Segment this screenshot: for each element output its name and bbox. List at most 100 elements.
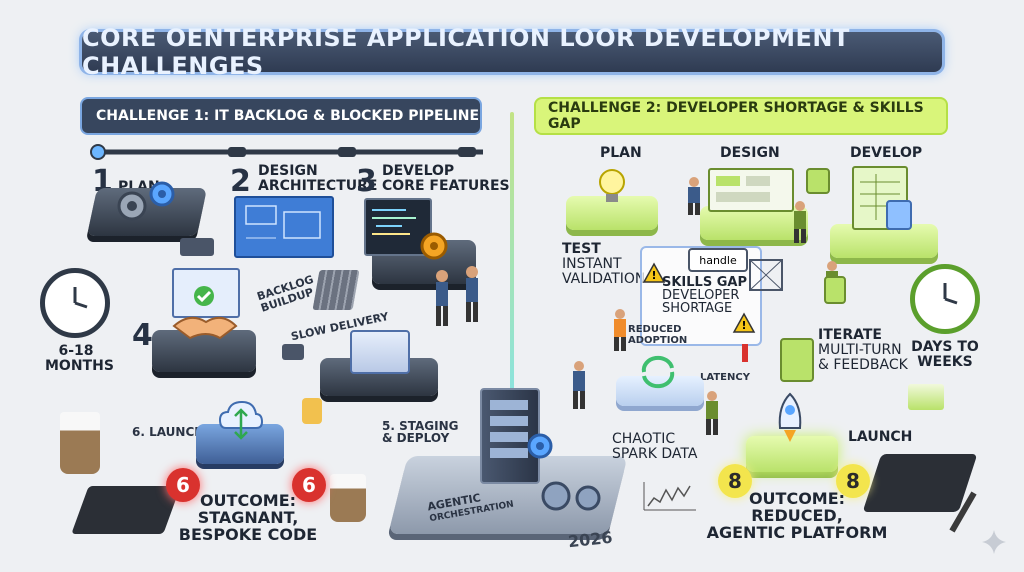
step-develop-label: DEVELOP CORE FEATURES: [382, 164, 510, 194]
label-line: SKILLS GAP: [662, 275, 747, 290]
cloud-server-icon: [350, 330, 410, 374]
lightbulb-icon: [599, 169, 625, 202]
days-label: DAYS TO WEEKS: [900, 340, 990, 370]
badge-left-b: 6: [292, 468, 326, 502]
label-line: & DEPLOY: [382, 431, 450, 445]
server-stack-icon: [312, 270, 360, 310]
step-design-label: DESIGN ARCHITECTURE: [258, 164, 377, 194]
year-label: 2026: [567, 527, 614, 552]
backlog-label: BACKLOG BUILDUP: [255, 272, 316, 315]
wireframe-icon: [749, 259, 783, 291]
step-develop-left: 3: [356, 164, 377, 199]
latency-label: LATENCY: [700, 372, 750, 383]
label-line: DEVELOP: [382, 163, 455, 179]
label-line: SPARK DATA: [612, 446, 698, 462]
database-icon: [180, 238, 214, 256]
notebook-icon: [71, 486, 181, 534]
database-icon: [824, 276, 846, 304]
blueprint-icon: [234, 196, 334, 258]
handshake-icon: [172, 316, 238, 340]
label-line: 5. STAGING: [382, 419, 459, 433]
database-icon: [806, 168, 830, 194]
cloud-upload-icon: [218, 400, 264, 440]
database-icon: [886, 200, 912, 230]
timeline-track: [90, 144, 483, 160]
label-line: MONTHS: [45, 358, 114, 374]
label-line: WEEKS: [917, 354, 973, 370]
label-line: STAGNANT,: [197, 508, 299, 527]
label-line: REDUCED,: [751, 506, 843, 525]
label-line: MULTI-TURN: [818, 342, 902, 358]
warning-icon: !: [642, 262, 666, 283]
sparkle-icon: [982, 530, 1006, 554]
person-icon: [794, 201, 806, 243]
step-number: 3: [356, 164, 377, 199]
check-window-icon: [172, 268, 240, 318]
scatter-chart-icon: [643, 482, 696, 511]
label-line: & FEEDBACK: [818, 357, 908, 373]
launch-label: 6. LAUNCH: [132, 425, 205, 439]
label-line: DAYS TO: [911, 339, 979, 355]
badge-right-a: 8: [718, 464, 752, 498]
database-icon: [282, 344, 304, 360]
label-line: DEVELOPER: [662, 288, 740, 303]
database-icon: [302, 398, 322, 424]
person-icon: [614, 309, 626, 351]
page-title: CORE OENTERPRISE APPLICATION LOOR DEVELO…: [82, 24, 942, 80]
coffee-cup-icon: [60, 412, 100, 474]
gear-icon: [527, 433, 553, 459]
launch-platform-green: [746, 436, 838, 472]
label-line: DESIGN: [258, 163, 318, 179]
step-develop-right: DEVELOP: [850, 145, 923, 161]
person-icon: [573, 361, 585, 409]
step-plan-right: PLAN: [600, 145, 642, 161]
label-line: 6-18: [58, 343, 94, 359]
label-line: TEST: [562, 241, 601, 257]
people-icon: [436, 266, 478, 326]
clock-icon-green: [910, 264, 980, 334]
launch-label-right: LAUNCH: [848, 429, 913, 445]
rocket-icon: [778, 392, 802, 442]
label-line: ITERATE: [818, 327, 882, 343]
badge-left-a: 6: [166, 468, 200, 502]
chaotic-label: CHAOTIC SPARK DATA: [612, 432, 697, 462]
skills-gap-label: SKILLS GAP DEVELOPER SHORTAGE: [662, 276, 747, 315]
refresh-icon: [641, 355, 675, 389]
handle-box: handle: [688, 248, 748, 272]
blocks-icon: [908, 384, 944, 410]
step-design-right: DESIGN: [720, 145, 780, 161]
test-label: TEST INSTANT VALIDATION: [562, 242, 645, 287]
server-tower-icon: [480, 388, 540, 484]
gear-icon: [420, 232, 448, 260]
design-screen-icon: [708, 168, 794, 212]
iterate-label: ITERATE MULTI-TURN & FEEDBACK: [818, 328, 908, 373]
gear-icon: [541, 481, 601, 511]
step-number-4: 4: [132, 318, 153, 353]
label-line: REDUCED: [628, 324, 682, 335]
center-divider: [510, 112, 514, 492]
months-label: 6-18 MONTHS: [45, 343, 114, 374]
code-monitor-icon: [364, 198, 432, 256]
challenge-1-header: CHALLENGE 1: IT BACKLOG & BLOCKED PIPELI…: [82, 99, 480, 133]
label-line: ARCHITECTURE: [258, 178, 378, 194]
step-number: 2: [230, 164, 251, 199]
database-icon: [780, 338, 814, 382]
warning-icon: !: [732, 312, 756, 333]
label-line: SHORTAGE: [662, 301, 733, 316]
outcome-right: OUTCOME: REDUCED, AGENTIC PLATFORM: [706, 490, 888, 541]
label-line: VALIDATION: [562, 271, 646, 287]
label-line: INSTANT: [562, 256, 622, 272]
step-design-left: 2: [230, 164, 251, 199]
coffee-cup-icon: [330, 474, 366, 522]
clock-icon: [40, 268, 110, 338]
gear-icon: [117, 181, 175, 221]
badge-right-b: 8: [836, 464, 870, 498]
label-line: OUTCOME:: [199, 491, 297, 510]
person-icon: [706, 391, 718, 435]
label-line: OUTCOME:: [748, 489, 846, 508]
cycle-platform: [616, 376, 704, 406]
handshake-platform: [152, 330, 256, 372]
svg-text:!: !: [651, 269, 656, 282]
challenge-2-header: CHALLENGE 2: DEVELOPER SHORTAGE & SKILLS…: [536, 99, 946, 133]
svg-text:!: !: [741, 319, 746, 332]
